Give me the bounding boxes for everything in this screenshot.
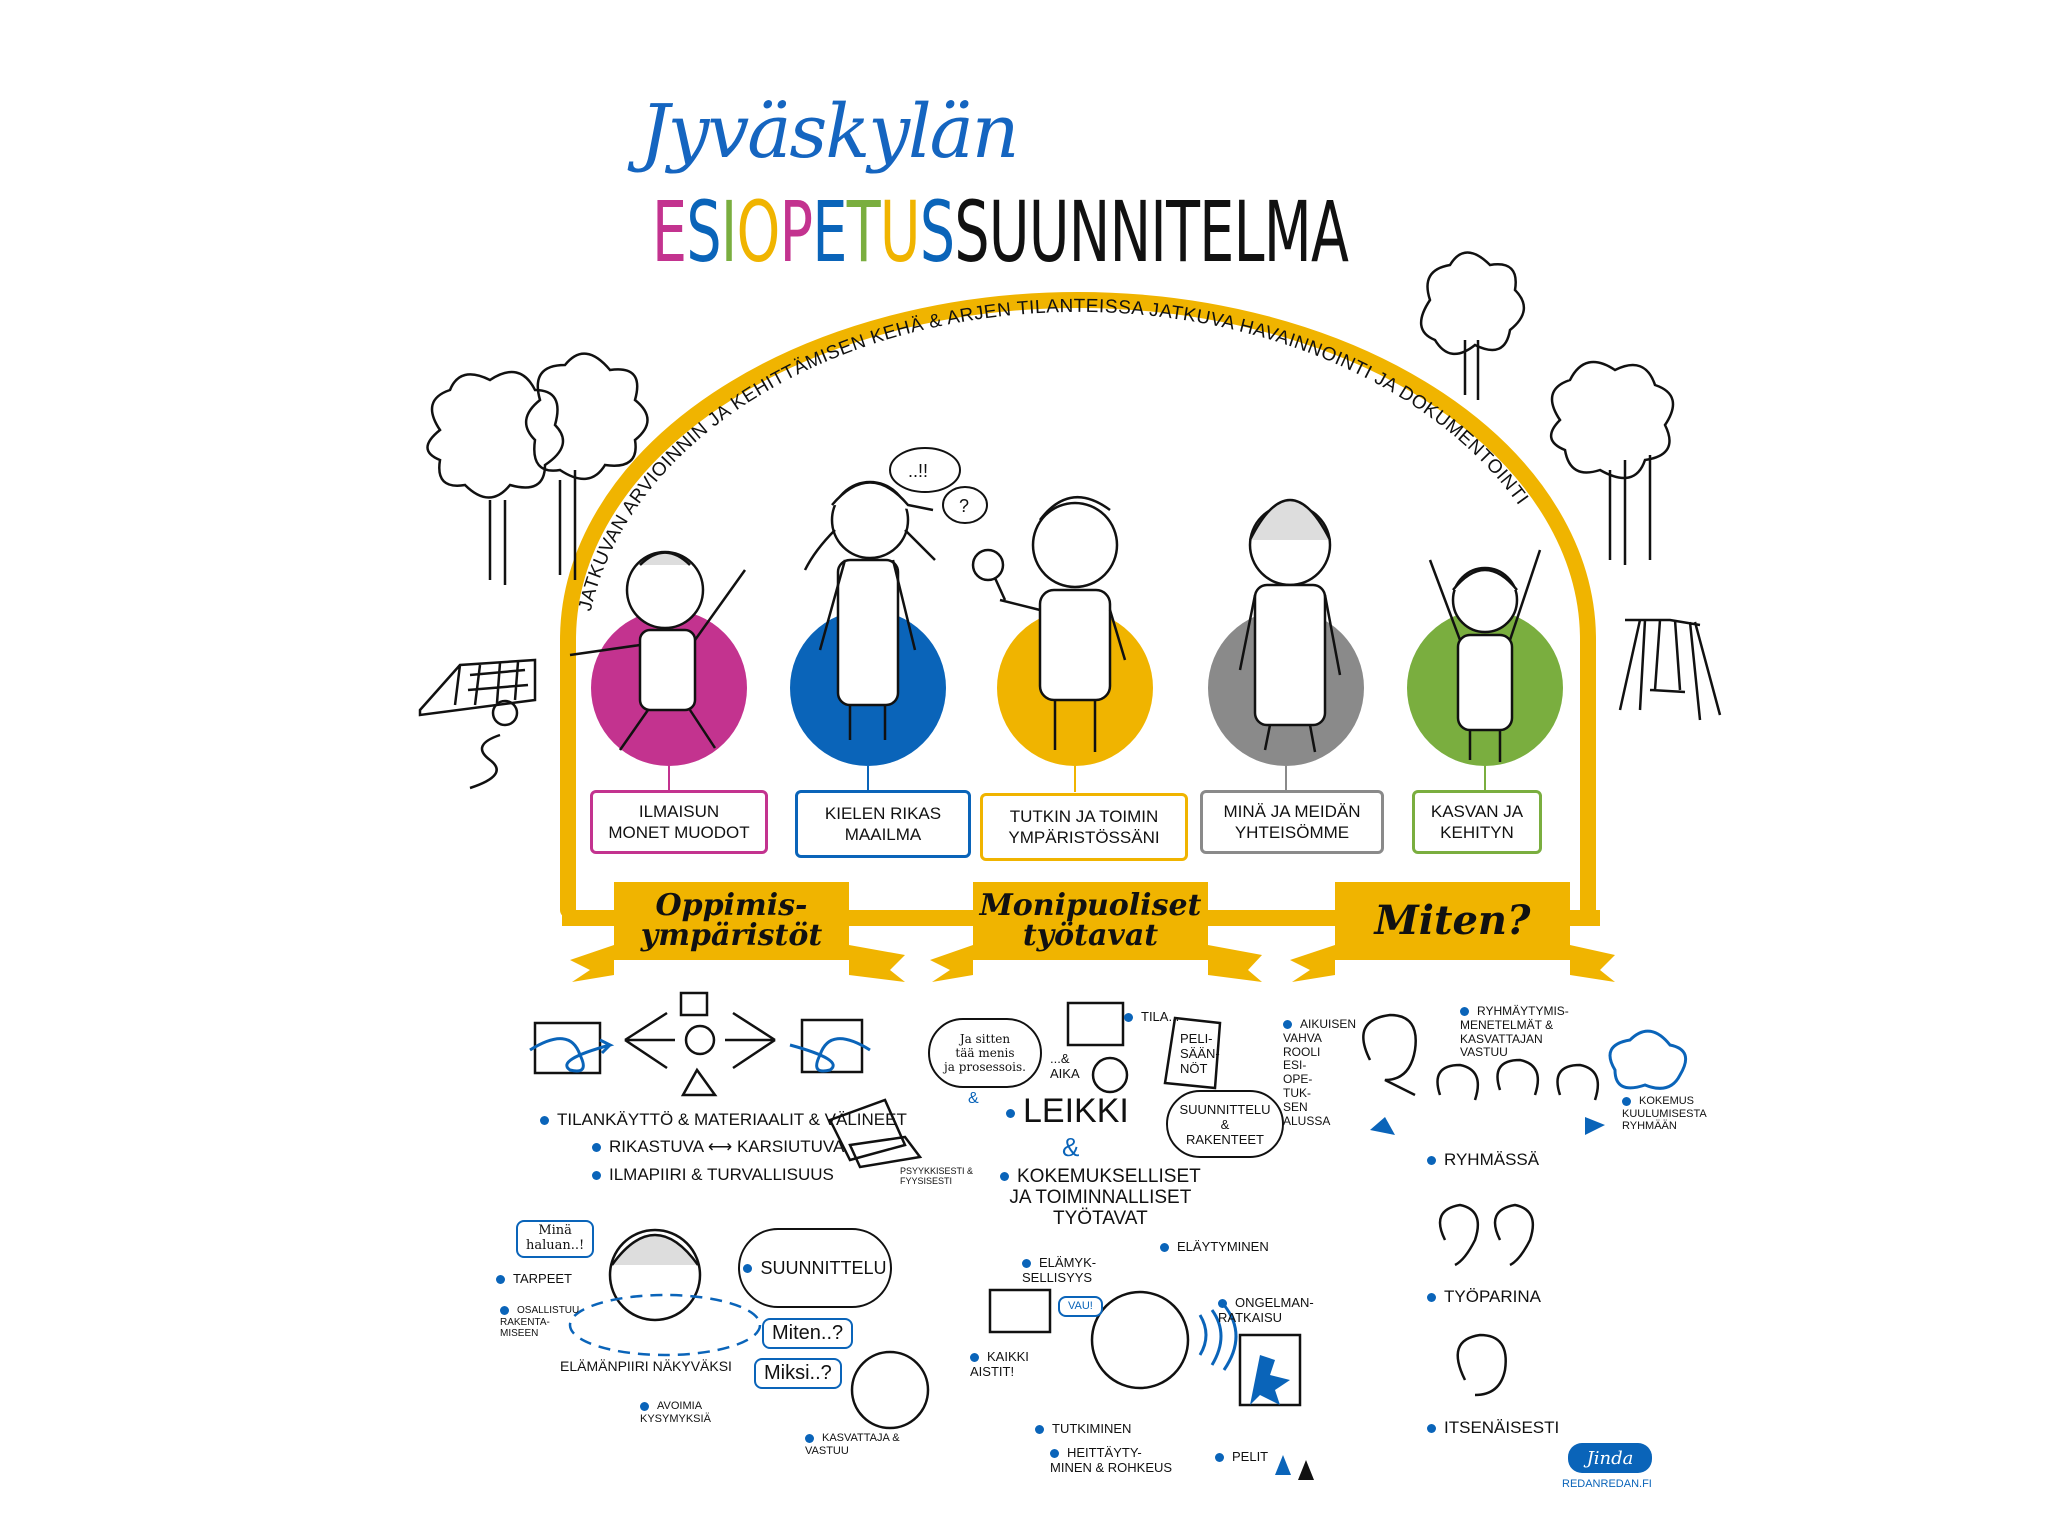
bullet-games: PELIT	[1215, 1449, 1268, 1465]
kid-magnifier	[971, 495, 1127, 752]
bullet-independently: ITSENÄISESTI	[1427, 1418, 1559, 1438]
theme-box-language: KIELEN RIKAS MAAILMA	[795, 790, 971, 858]
bullet-play: LEIKKI	[1006, 1092, 1129, 1130]
label-life-sphere: ELÄMÄNPIIRI NÄKYVÄKSI	[560, 1358, 732, 1374]
label-game-rules: PELI- SÄÄN- NÖT	[1180, 1031, 1220, 1076]
title-colored-letter: T	[846, 183, 881, 281]
note-psychological-physical: PSYYKKISESTI & FYYSISESTI	[900, 1166, 974, 1187]
artist-signature-logo: Jinda	[1568, 1443, 1652, 1473]
arch-inner	[580, 312, 1576, 905]
banner-working-methods: Monipuoliset työtavat	[973, 882, 1208, 960]
speech-wow: VAU!	[1058, 1296, 1103, 1317]
theme-box-community: MINÄ JA MEIDÄN YHTEISÖMME	[1200, 790, 1384, 854]
kid-waving	[569, 550, 747, 751]
bullet-problem-solving: ONGELMAN- RATKAISU	[1218, 1295, 1314, 1325]
theme-connectors	[668, 766, 1486, 792]
title-script: Jyväskylän	[640, 89, 1019, 175]
title-colored-letter: U	[879, 183, 921, 281]
title-main: ESIOPETUSSUUNNITELMA	[652, 183, 1349, 281]
trees-left	[426, 352, 649, 585]
title-colored-letter: E	[652, 183, 687, 281]
kid-bubble-text: ..!!	[908, 461, 928, 481]
trees-right	[1420, 251, 1675, 565]
title-colored-word: ESIOPETUS	[652, 183, 955, 281]
cloud-planning-structures: SUUNNITTELU & RAKENTEET	[1166, 1090, 1284, 1158]
artist-website: REDANREDAN.FI	[1562, 1478, 1652, 1490]
theme-box-exploring: TUTKIN JA TOIMIN YMPÄRISTÖSSÄNI	[980, 793, 1188, 861]
kid-cheering	[1428, 549, 1542, 762]
thought-cloud-process: Ja sitten tää menis ja prosessois.	[928, 1018, 1042, 1088]
kid-beanie	[1238, 498, 1342, 753]
title-colored-letter: P	[779, 183, 813, 281]
amp-devices: &	[968, 1090, 979, 1107]
bullet-adult-role: AIKUISEN VAHVA ROOLI ESI- OPE- TUK- SEN …	[1283, 1017, 1357, 1128]
bullet-belonging: KOKEMUS KUULUMISESTA RYHMÄÄN	[1622, 1095, 1707, 1133]
label-space: TILA...	[1124, 1009, 1179, 1025]
amp-methods: &	[1062, 1132, 1080, 1162]
bullet-educator-responsibility: KASVATTAJA & VASTUU	[805, 1432, 900, 1457]
title-colored-letter: E	[812, 183, 847, 281]
bullet-experiential-methods: KOKEMUKSELLISET JA TOIMINNALLISET TYÖTAV…	[1000, 1166, 1200, 1230]
bullet-empathy: ELÄYTYMINEN	[1160, 1239, 1269, 1255]
banner-learning-environments: Oppimis- ympäristöt	[614, 882, 849, 960]
bullet-enriching: RIKASTUVA ⟷ KARSIUTUVA	[592, 1137, 844, 1157]
kid-bubble-text: ?	[959, 496, 969, 516]
bullet-group-methods: RYHMÄYTYMIS- MENETELMÄT & KASVATTAJAN VA…	[1460, 1004, 1569, 1060]
speech-why: Miksi..?	[754, 1358, 842, 1389]
soccer-goal	[418, 658, 537, 790]
speech-i-want: Minä haluan..!	[516, 1220, 595, 1258]
banner-how: Miten?	[1335, 882, 1570, 960]
title-colored-letter: S	[686, 183, 721, 281]
kids	[569, 480, 1542, 762]
kid-cap	[803, 480, 936, 740]
bullet-exploring: TUTKIMINEN	[1035, 1421, 1131, 1437]
bullet-pair-work: TYÖPARINA	[1427, 1287, 1541, 1307]
arch	[560, 292, 1596, 918]
bullet-needs: TARPEET	[496, 1271, 572, 1287]
bullet-participates: OSALLISTUU RAKENTA- MISEEN	[500, 1305, 580, 1339]
bullet-courage: HEITTÄYTY- MINEN & ROHKEUS	[1050, 1445, 1173, 1475]
bullet-open-questions: AVOIMIA KYSYMYKSIÄ	[640, 1400, 711, 1425]
title-colored-letter: S	[919, 183, 955, 281]
theme-box-expression: ILMAISUN MONET MUODOT	[590, 790, 768, 854]
bullet-atmosphere: ILMAPIIRI & TURVALLISUUS	[592, 1165, 834, 1185]
speech-how: Miten..?	[762, 1318, 854, 1349]
bullet-planning: SUUNNITTELU	[743, 1258, 886, 1279]
title-colored-letter: I	[720, 183, 737, 281]
kid-speech-bubbles: ..!! ?	[889, 447, 988, 524]
bullet-experiences: ELÄMYK- SELLISYYS	[1022, 1255, 1097, 1285]
bullet-space-materials: TILANKÄYTTÖ & MATERIAALIT & VÄLINEET	[540, 1110, 907, 1130]
bullet-all-senses: KAIKKI AISTIT!	[970, 1349, 1029, 1379]
ribbon-tails	[570, 945, 1615, 982]
title-colored-letter: O	[736, 183, 781, 281]
label-time: ...& AIKA	[1050, 1051, 1080, 1081]
swing	[1618, 618, 1722, 721]
bullet-in-group: RYHMÄSSÄ	[1427, 1150, 1539, 1170]
title-rest: SUUNNITELMA	[954, 183, 1349, 281]
cloud-planning: SUUNNITTELU	[738, 1228, 892, 1308]
theme-box-growing: KASVAN JA KEHITYN	[1412, 790, 1542, 854]
